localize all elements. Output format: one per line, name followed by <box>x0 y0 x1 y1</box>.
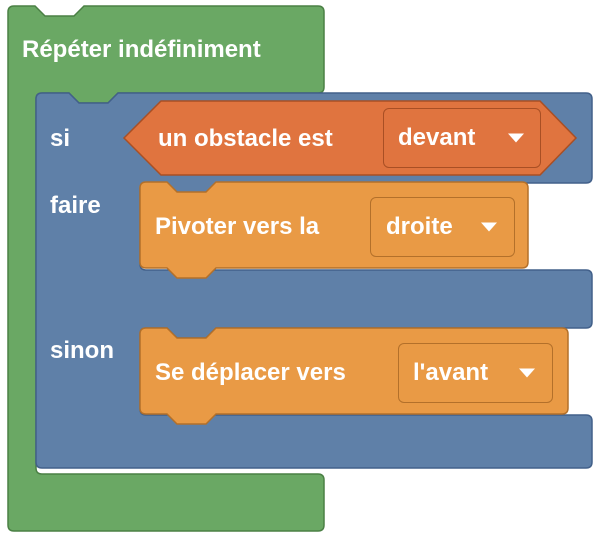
repeat-forever-label: Répéter indéfiniment <box>22 36 261 63</box>
direction-dropdown[interactable]: devant <box>383 108 541 168</box>
if-label: si <box>50 125 71 152</box>
chevron-down-icon <box>508 133 524 143</box>
move-direction-dropdown-value: l'avant <box>413 359 489 386</box>
move-label: Se déplacer vers <box>155 359 346 386</box>
else-label: sinon <box>50 337 114 364</box>
condition-label: un obstacle est <box>158 125 333 152</box>
turn-direction-dropdown[interactable]: droite <box>370 197 515 257</box>
chevron-down-icon <box>481 222 497 232</box>
turn-direction-dropdown-value: droite <box>386 213 453 240</box>
repeat-forever-block[interactable] <box>7 5 325 532</box>
move-direction-dropdown[interactable]: l'avant <box>398 343 553 403</box>
do-label: faire <box>50 192 101 219</box>
if-else-block[interactable] <box>35 92 593 469</box>
direction-dropdown-value: devant <box>398 124 476 151</box>
turn-label: Pivoter vers la <box>155 213 320 240</box>
chevron-down-icon <box>519 368 535 378</box>
